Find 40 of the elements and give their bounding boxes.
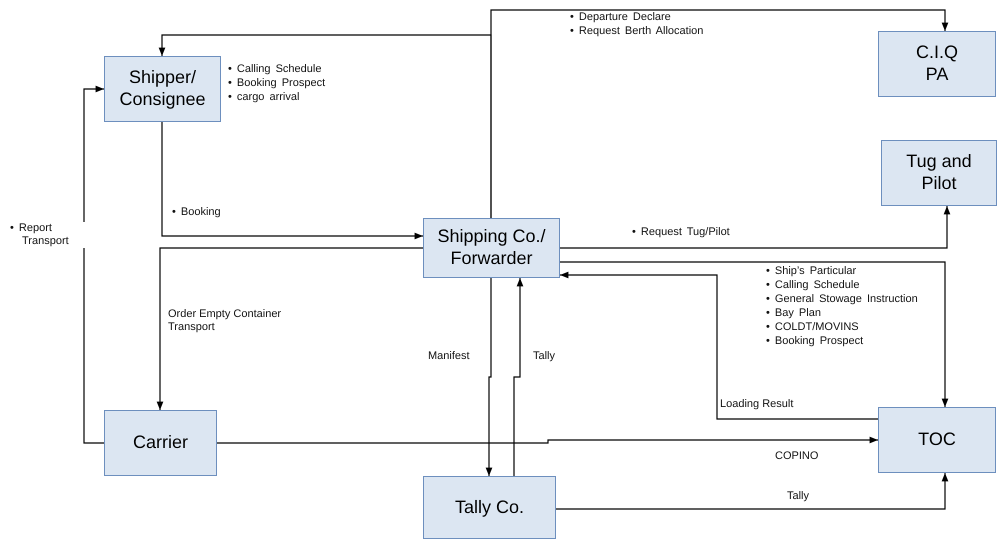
process-box	[878, 31, 996, 97]
bullet-item: • Request Berth Allocation	[570, 24, 704, 38]
bullet-item: • Ship’s Particular	[766, 264, 858, 278]
node-label: Shipping Co./ Forwarder	[436, 226, 547, 270]
arrow	[83, 86, 104, 444]
bullet-item: • COLDT/MOVINS	[766, 320, 860, 334]
bullet-item: • Booking Prospect	[766, 334, 864, 348]
arrow	[161, 122, 423, 240]
node-label: C.I.Q PA	[914, 42, 959, 86]
arrow	[560, 261, 948, 407]
node-label: Tally Co.	[454, 496, 524, 518]
edge-label: Tally	[787, 490, 810, 504]
node-label: TOC	[918, 429, 956, 451]
bullet-item: • Calling Schedule	[766, 278, 860, 292]
arrow	[556, 473, 948, 510]
arrow	[490, 9, 948, 218]
process-box	[423, 218, 560, 278]
process-box	[423, 476, 556, 539]
arrow	[217, 436, 878, 444]
arrow	[560, 206, 950, 249]
bullet-item: • Departure Declare	[570, 10, 672, 24]
arrow	[513, 278, 524, 476]
arrow	[560, 272, 878, 420]
bullet-item: • Booking Prospect	[228, 76, 326, 90]
bullet-item: • cargo arrival	[228, 90, 300, 104]
bullet-item: • General Stowage Instruction	[766, 292, 918, 306]
process-box	[104, 56, 221, 122]
process-box	[881, 140, 997, 206]
node-label: Carrier	[132, 432, 188, 454]
bullet-item: • Calling Schedule	[228, 62, 322, 76]
bullet-item: • Bay Plan	[766, 306, 822, 320]
process-box	[104, 410, 217, 476]
edge-label: Tally	[533, 350, 556, 364]
arrow	[156, 247, 423, 410]
edge-label: • Request Tug/Pilot	[632, 226, 730, 240]
node-label: Tug and Pilot	[905, 151, 973, 195]
process-box	[878, 407, 996, 473]
edge-label: Loading Result	[720, 398, 794, 412]
arrow	[486, 278, 492, 476]
node-label: Shipper/ Consignee	[118, 67, 207, 111]
